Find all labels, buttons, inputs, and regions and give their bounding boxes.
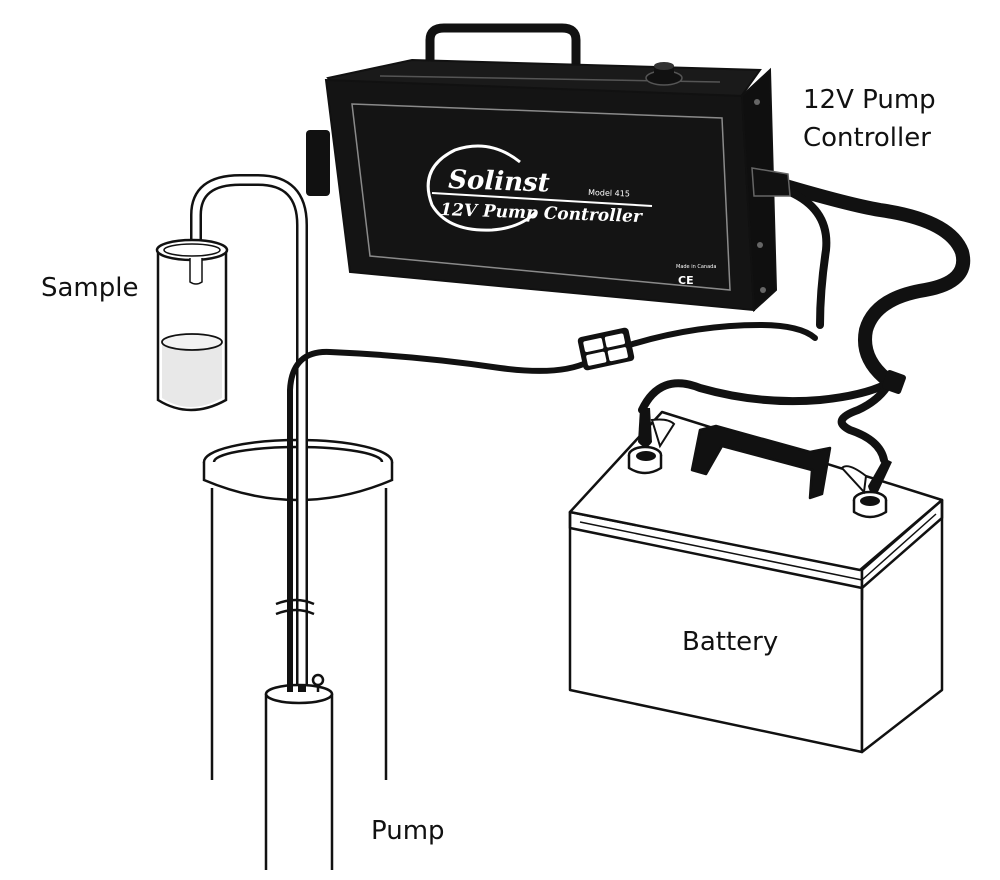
connector-icon (577, 327, 635, 371)
depth-break-mark (275, 598, 315, 616)
controller-power-cable (638, 178, 971, 464)
pump-power-cable (287, 321, 818, 693)
pump-controller-icon: Solinst Model 415 12V Pump Controller Ma… (306, 23, 791, 313)
alligator-clip-icon (636, 408, 892, 506)
sample-tubing (190, 174, 308, 690)
battery-icon (568, 410, 944, 754)
controller-brand: Solinst (448, 165, 550, 199)
label-controller-line2: Controller (803, 123, 931, 153)
pump-icon (264, 673, 334, 872)
label-controller-line1: 12V Pump (803, 85, 936, 115)
label-pump: Pump (371, 816, 445, 846)
controller-made-in: Made in Canada (676, 264, 716, 270)
controller-ce-mark: CE (678, 274, 694, 287)
label-battery: Battery (682, 627, 778, 657)
controller-model: Model 415 (588, 188, 630, 198)
label-sample: Sample (41, 273, 139, 303)
sample-jar-icon (155, 238, 229, 412)
